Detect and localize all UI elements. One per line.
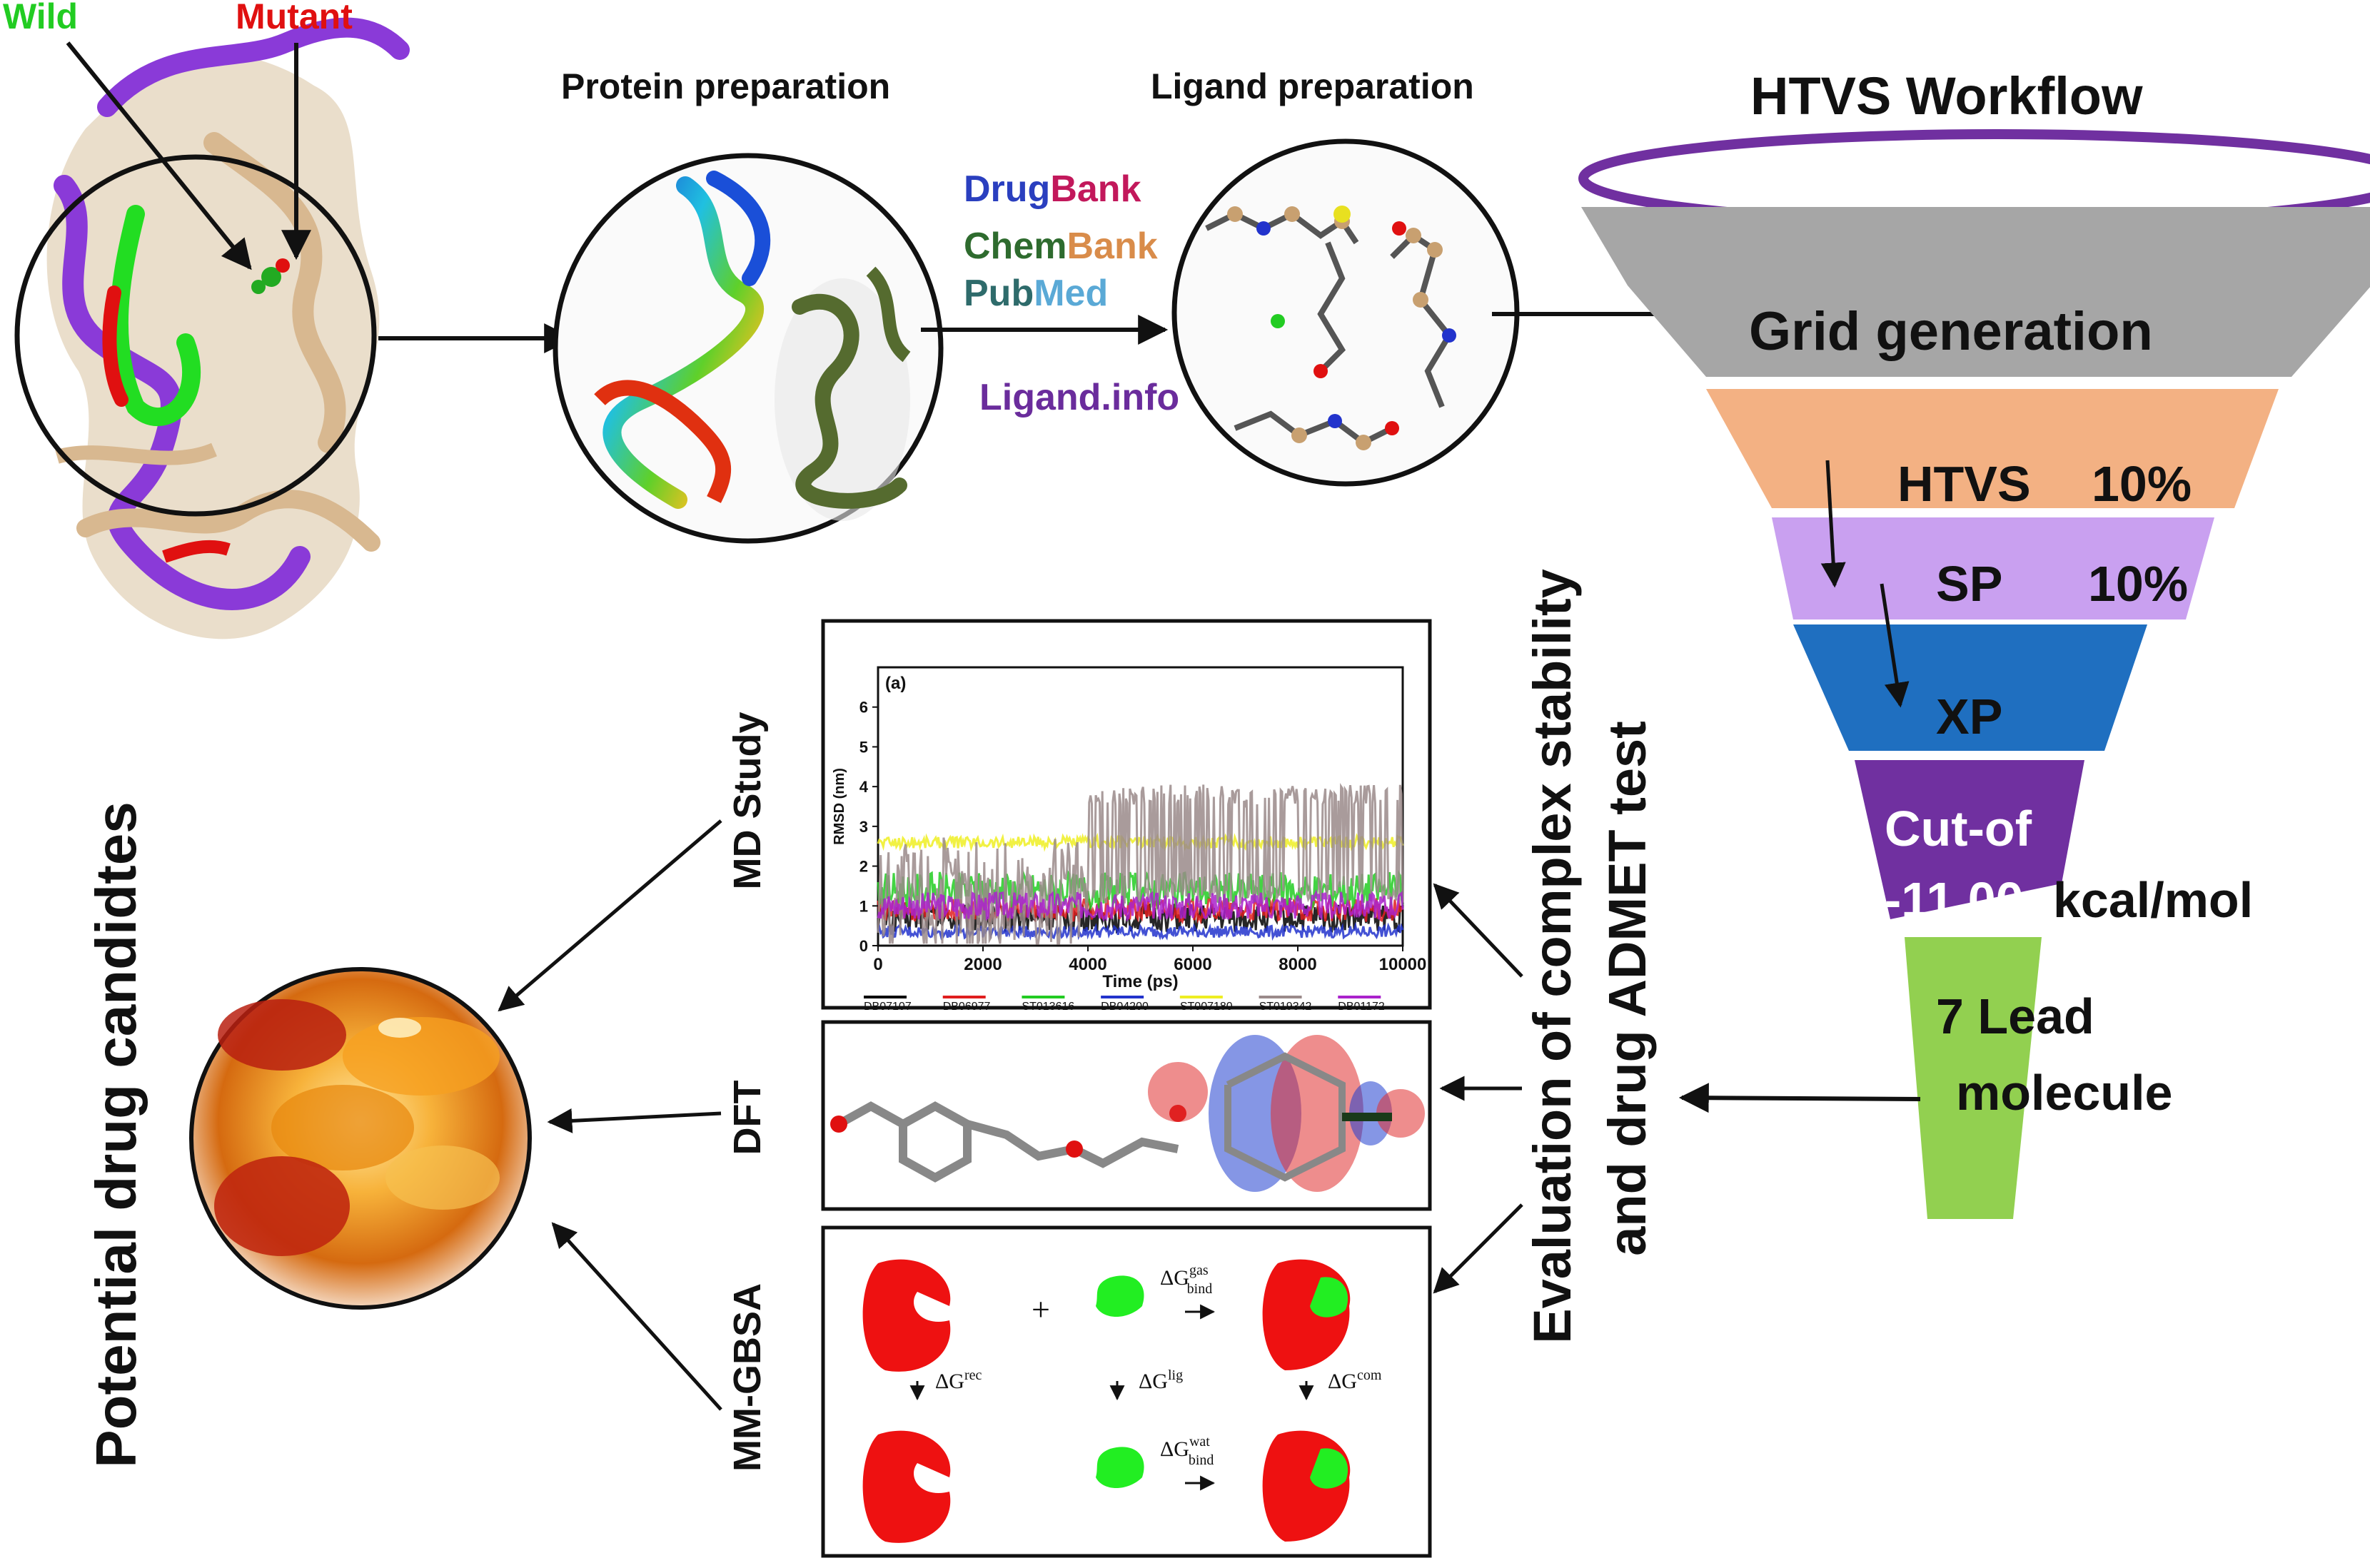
stage-lead-label: 7 Lead: [1936, 988, 2094, 1044]
mmgbsa-cycle-image: [862, 1259, 1351, 1543]
legend-label-DB01172: DB01172: [1338, 1001, 1385, 1013]
mmgbsa-label: MM-GBSA: [726, 1283, 769, 1472]
stage-htvs-pct: 10%: [2092, 456, 2192, 512]
legend-label-DB04200: DB04200: [1101, 1001, 1149, 1013]
funnel-arrow-2: [1880, 583, 1910, 708]
panel-label: (a): [885, 674, 906, 693]
funnel-stage-xp: [1793, 624, 2147, 751]
stage-grid-label: Grid generation: [1749, 301, 2153, 362]
mmgbsa-plus: +: [1032, 1291, 1050, 1327]
x-tick-label-0: 0: [873, 955, 882, 974]
stage-cutoff-label: Cut-of: [1885, 801, 2032, 856]
y-tick-label-5: 5: [859, 738, 868, 756]
funnel-stage-grid: [1581, 207, 2370, 377]
series-line-ST019342: [877, 782, 1404, 945]
eval-label-line2: and drug ADMET test: [1598, 721, 1657, 1256]
arrow-mmgbsa-to-candidates: [551, 1222, 722, 1411]
funnel-stage-lead: [1905, 937, 2042, 1219]
arrow-eval-to-md: [1433, 883, 1523, 978]
protein-prep-title: Protein preparation: [561, 66, 890, 106]
db-chembank: ChemBank: [964, 226, 1158, 267]
y-tick-label-0: 0: [859, 937, 868, 955]
stage-sp-pct: 10%: [2088, 556, 2188, 612]
arrow-md-to-candidates: [498, 819, 722, 1012]
arrow-lead-to-eval: [1678, 1083, 1921, 1113]
y-axis-label: RMSD (nm): [832, 768, 847, 845]
legend-label-ST007180: ST007180: [1180, 1001, 1233, 1013]
drug-capsules-image: [189, 967, 532, 1310]
y-tick-label-2: 2: [859, 858, 868, 876]
stage-cutoff-unit: kcal/mol: [2053, 872, 2253, 928]
eval-label-line1: Evaluation of complex stability: [1523, 569, 1582, 1344]
db-drugbank: DrugBank: [964, 168, 1141, 210]
legend-label-DB06977: DB06977: [943, 1001, 991, 1013]
mmgbsa-dg-rec: ΔGrec: [935, 1367, 982, 1393]
mutant-label: Mutant: [236, 0, 353, 36]
y-tick-label-4: 4: [859, 778, 869, 796]
x-tick-label-6000: 6000: [1174, 955, 1211, 974]
mmgbsa-dg-com: ΔGcom: [1328, 1367, 1382, 1393]
stage-xp-label: XP: [1936, 689, 2002, 744]
protein-structure-image: [14, 17, 410, 639]
funnel-stage-htvs: [1706, 389, 2279, 508]
stage-sp-label: SP: [1936, 556, 2002, 612]
x-tick-label-10000: 10000: [1379, 955, 1427, 974]
funnel-stage-cutoff: [1855, 760, 2084, 919]
y-tick-label-3: 3: [859, 818, 868, 836]
funnel-title: HTVS Workflow: [1750, 66, 2143, 126]
x-tick-label-4000: 4000: [1069, 955, 1106, 974]
y-tick-label-6: 6: [859, 699, 868, 717]
arrow-eval-to-mmgbsa: [1433, 1203, 1523, 1294]
md-study-label: MD Study: [726, 712, 769, 890]
mmgbsa-dg-lig: ΔGlig: [1139, 1367, 1183, 1393]
dft-orbital-image: [830, 1035, 1425, 1192]
x-tick-label-8000: 8000: [1279, 955, 1316, 974]
x-tick-label-2000: 2000: [964, 955, 1002, 974]
arrow-dft-to-candidates: [547, 1108, 722, 1133]
legend-label-DB07107: DB07107: [864, 1001, 912, 1013]
wild-label: Wild: [3, 0, 78, 36]
legend-label-ST019342: ST019342: [1259, 1001, 1312, 1013]
x-axis-label: Time (ps): [1102, 972, 1178, 991]
db-ligand-info: Ligand.info: [979, 377, 1179, 418]
stage-htvs-label: HTVS: [1897, 456, 2031, 512]
candidates-label: Potential drug candidtes: [84, 801, 148, 1467]
series-line-DB01172: [877, 889, 1404, 922]
ligand-prep-image: [1171, 138, 1520, 487]
ligand-prep-title: Ligand preparation: [1151, 66, 1474, 106]
db-pubmed: PubMed: [964, 273, 1108, 314]
dft-label: DFT: [726, 1081, 769, 1155]
series-line-DB04200: [877, 921, 1404, 941]
legend-label-ST013616: ST013616: [1022, 1001, 1074, 1013]
y-tick-label-1: 1: [859, 897, 868, 915]
stage-lead-label2: molecule: [1956, 1065, 2172, 1121]
stage-cutoff-value: -11.00: [1885, 872, 2024, 928]
protein-prep-image: [553, 153, 944, 544]
funnel-arrow-1: [1820, 460, 1846, 588]
